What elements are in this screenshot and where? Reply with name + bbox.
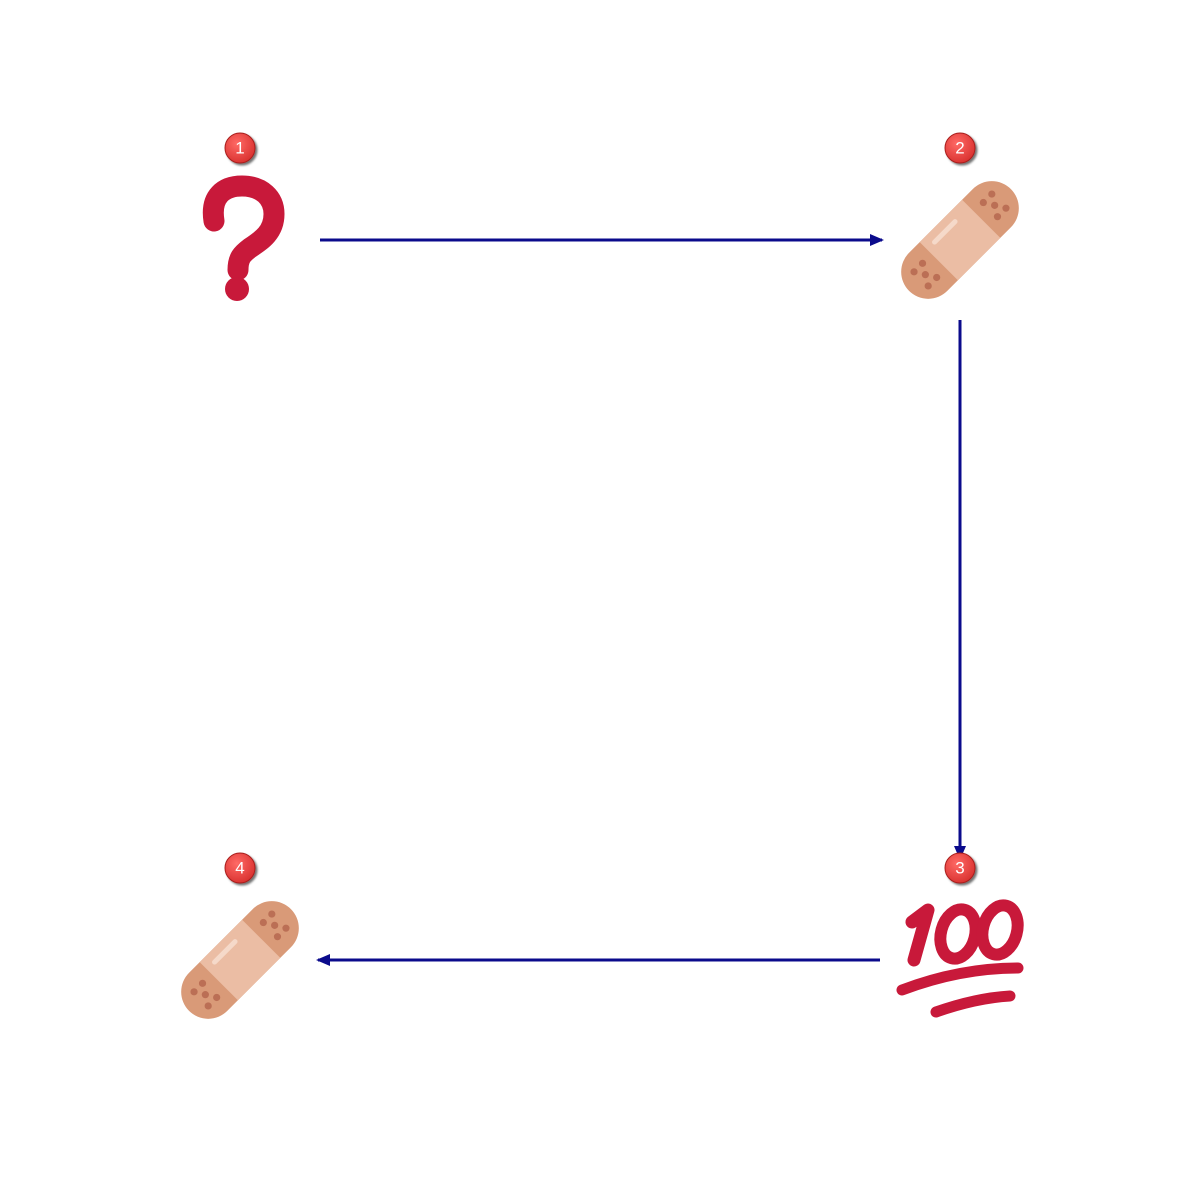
adhesive-bandage-icon	[889, 169, 1031, 311]
step-badge	[944, 132, 976, 164]
step-badge	[224, 852, 256, 884]
hundred-points-icon	[896, 899, 1024, 1018]
step-badge	[224, 132, 256, 164]
step-number: 3	[955, 859, 964, 878]
step-number: 2	[955, 139, 964, 158]
node-3: 3	[896, 852, 1024, 1018]
step-number: 1	[235, 139, 244, 158]
node-4: 4	[169, 852, 311, 1031]
node-2: 2	[889, 132, 1031, 311]
node-1: 1	[202, 132, 285, 301]
adhesive-bandage-icon	[169, 889, 311, 1031]
question-mark-icon	[202, 175, 285, 301]
step-number: 4	[235, 859, 244, 878]
step-badge	[944, 852, 976, 884]
